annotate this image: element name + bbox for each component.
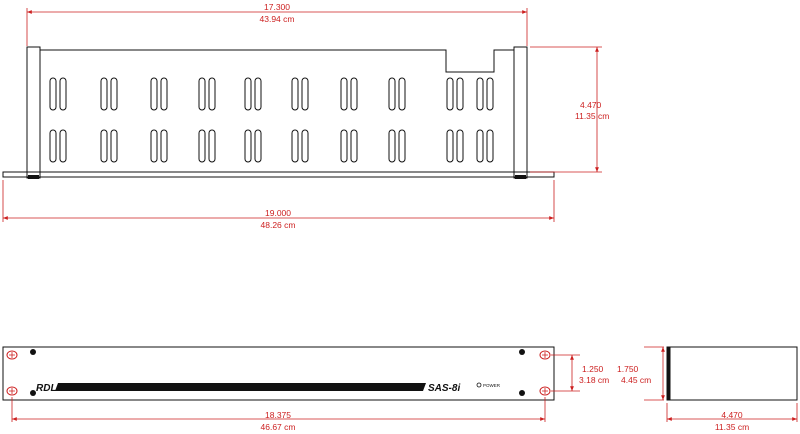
screw	[30, 349, 36, 355]
vent-slot	[198, 77, 206, 111]
screw	[519, 349, 525, 355]
hole-span-cm-label: 46.67 cm	[261, 422, 296, 432]
brand-stripe	[55, 383, 426, 391]
width-in-label: 17.300	[264, 2, 290, 12]
vent-slot	[59, 77, 67, 111]
screw	[519, 390, 525, 396]
vent-slot	[254, 129, 262, 163]
side-view: 1.750 4.45 cm 4.470 11.35 cm	[617, 346, 798, 432]
vent-slot	[340, 129, 348, 163]
overall-in-label: 19.000	[265, 208, 291, 218]
vent-slot	[110, 129, 118, 163]
vent-slot	[476, 77, 484, 111]
vent-slot	[49, 129, 57, 163]
vent-slot	[398, 129, 406, 163]
vent-slot	[150, 129, 158, 163]
brand-logo-text: RDL	[36, 383, 57, 394]
depth-in-label: 4.470	[580, 100, 602, 110]
vent-slot	[486, 129, 494, 163]
side-chassis	[666, 346, 798, 401]
hole-span-in-label: 18.375	[265, 410, 291, 420]
vent-slot	[446, 129, 454, 163]
vent-slot	[160, 77, 168, 111]
vent-slot	[486, 77, 494, 111]
vent-slot	[244, 129, 252, 163]
vent-slot	[198, 129, 206, 163]
vent-slot	[100, 129, 108, 163]
screw	[30, 390, 36, 396]
width-cm-label: 43.94 cm	[260, 14, 295, 24]
vent-slot	[254, 77, 262, 111]
vent-slot	[150, 77, 158, 111]
rack-hole	[6, 386, 18, 396]
vent-slot	[456, 77, 464, 111]
power-led-label: POWER	[483, 383, 501, 388]
rack-hole	[539, 350, 551, 360]
front-panel	[2, 346, 555, 401]
vent-slot	[208, 77, 216, 111]
vent-slot	[244, 77, 252, 111]
side-depth-in-label: 4.470	[721, 410, 743, 420]
vent-slot	[160, 129, 168, 163]
right-mounting-ear	[513, 46, 528, 179]
power-led	[476, 382, 482, 388]
vent-slot	[301, 77, 309, 111]
front-height-cm-label: 3.18 cm	[579, 375, 609, 385]
rack-flange	[2, 171, 555, 178]
vent-slot	[456, 129, 464, 163]
side-depth-cm-label: 11.35 cm	[715, 422, 749, 432]
vent-slot	[291, 129, 299, 163]
model-label: SAS-8i	[428, 383, 460, 394]
side-height-in-label: 1.750	[617, 364, 639, 374]
vent-slot	[301, 129, 309, 163]
side-front-flange	[667, 347, 670, 400]
vent-slot	[350, 129, 358, 163]
vent-slot	[388, 77, 396, 111]
top-view: 17.300 43.94 cm 4.470 11.35 cm 19.000 48…	[2, 2, 609, 230]
depth-cm-label: 11.35 cm	[575, 111, 609, 121]
vent-slot	[291, 77, 299, 111]
vent-slot	[49, 77, 57, 111]
rack-hole	[6, 350, 18, 360]
side-height-cm-label: 4.45 cm	[621, 375, 651, 385]
vent-slot	[446, 77, 454, 111]
vent-slot	[59, 129, 67, 163]
vent-slot	[350, 77, 358, 111]
vent-slot	[208, 129, 216, 163]
rack-hole	[539, 386, 551, 396]
left-mounting-ear	[26, 46, 41, 179]
vent-slot	[110, 77, 118, 111]
vent-slot	[476, 129, 484, 163]
vent-slot	[100, 77, 108, 111]
front-height-in-label: 1.250	[582, 364, 604, 374]
vent-slot	[388, 129, 396, 163]
vent-slot	[398, 77, 406, 111]
overall-cm-label: 48.26 cm	[261, 220, 296, 230]
vent-slot	[340, 77, 348, 111]
front-view: RDL SAS-8i POWER 1.250 3.18 cm 18.375 46…	[2, 346, 609, 432]
vent-slots	[49, 77, 494, 163]
